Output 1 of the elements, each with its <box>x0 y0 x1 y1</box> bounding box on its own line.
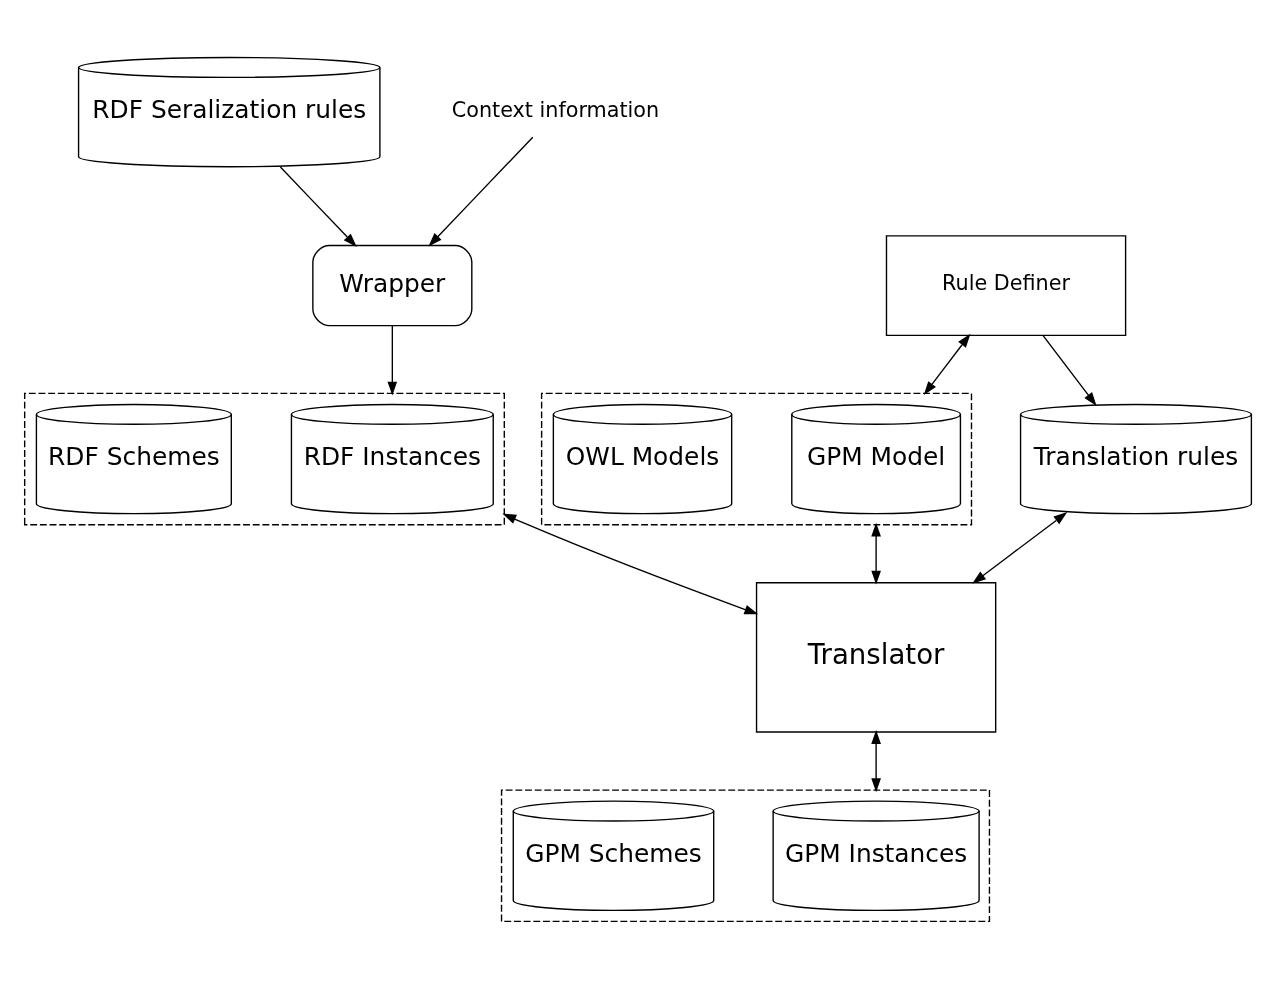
node-text: Context information <box>451 97 660 122</box>
